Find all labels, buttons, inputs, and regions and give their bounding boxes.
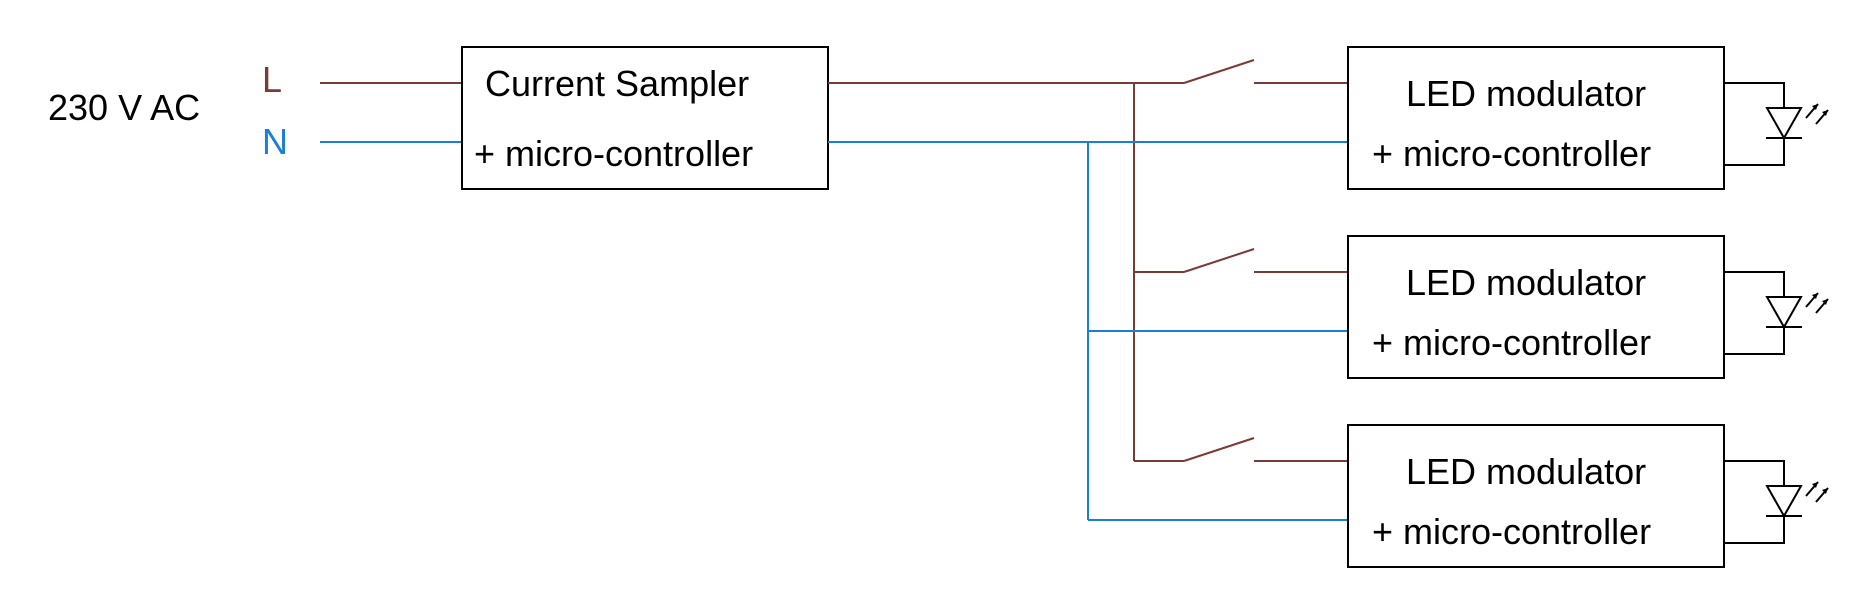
led-icon (1724, 460, 1829, 544)
current-sampler-subtitle: + micro-controller (474, 133, 753, 174)
led-modulator-box (1347, 235, 1725, 379)
led-modulator-title: LED modulator (1406, 73, 1646, 114)
led-icon (1724, 82, 1829, 166)
led-modulator-subtitle: + micro-controller (1372, 511, 1651, 552)
line-terminal-label: L (262, 59, 282, 100)
neutral-terminal-label: N (262, 121, 288, 162)
led-modulator-subtitle: + micro-controller (1372, 322, 1651, 363)
led-modulator-block: LED modulator + micro-controller (1347, 46, 1725, 190)
led-modulator-title: LED modulator (1406, 451, 1646, 492)
switch-icon (1183, 59, 1348, 84)
switch-icon (1134, 437, 1348, 462)
led-modulator-title: LED modulator (1406, 262, 1646, 303)
led-modulator-box (1347, 424, 1725, 568)
supply-voltage-label: 230 V AC (48, 87, 200, 128)
current-sampler-box (461, 46, 829, 190)
led-icon (1724, 271, 1829, 355)
current-sampler-block: Current Sampler + micro-controller (461, 46, 829, 190)
led-modulator-box (1347, 46, 1725, 190)
led-modulator-subtitle: + micro-controller (1372, 133, 1651, 174)
switch-icon (1134, 248, 1348, 273)
led-modulator-block: LED modulator + micro-controller (1347, 424, 1725, 568)
led-modulator-block: LED modulator + micro-controller (1347, 235, 1725, 379)
current-sampler-title: Current Sampler (485, 63, 749, 104)
